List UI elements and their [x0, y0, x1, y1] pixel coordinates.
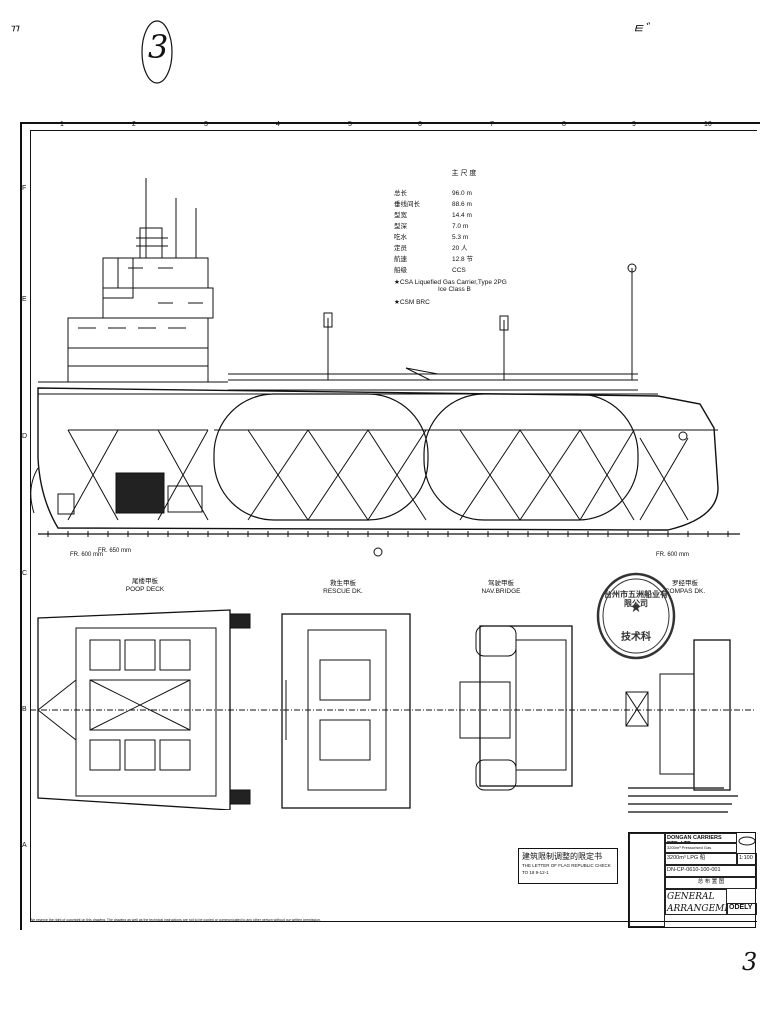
approval-line1: THE LETTER OF FLAG REPUBLIC CHECK [522, 863, 611, 868]
stamp-center-text: 技术科 [621, 632, 651, 643]
stamp-ring-text: 台州市五洲船业有限公司 [604, 590, 668, 608]
tb-designer: ODELY [727, 903, 757, 915]
deck-label-en: RESCUE DK. [323, 588, 363, 595]
ruler-row-label: D [22, 433, 28, 440]
ruler-col-label: 5 [348, 121, 352, 128]
deck-plans [30, 609, 756, 810]
particular-row: 型深 7.0 m [394, 221, 534, 232]
deck-label-cn: 罗经甲板 [672, 580, 698, 587]
ruler-col-label: 8 [562, 121, 566, 128]
class-notation: ★CSM BRC [394, 299, 430, 306]
class-notation: ★CSA Liquefied Gas Carrier,Type 2PG [394, 279, 507, 286]
tb-left-column [629, 833, 665, 927]
deck-label-en: COMPAS DK. [664, 588, 706, 595]
particular-key: 垂线间长 [394, 201, 420, 208]
tb-drawing-no: DN-CP-0610-100-001 [665, 865, 757, 877]
ship-profile-elevation [30, 178, 740, 557]
tb-project: 3200m³ Pressurised Gas Transportation Ve… [665, 843, 737, 853]
deck-label-cn: 驾驶甲板 [488, 580, 514, 587]
inner-frame [30, 130, 757, 922]
ruler-col-label: 3 [204, 121, 208, 128]
particular-value: CCS [452, 267, 466, 274]
particular-key: 型宽 [394, 212, 407, 219]
ruler-row-label: C [22, 570, 28, 577]
particular-key: 吃水 [394, 234, 407, 241]
particular-row: 船级 CCS [394, 265, 534, 276]
particular-key: 航速 [394, 256, 407, 263]
particular-key: 型深 [394, 223, 407, 230]
particular-value: 12.8 节 [452, 256, 473, 263]
ruler-row-label: E [22, 296, 27, 303]
approval-box: 建筑限制调整的限定书 THE LETTER OF FLAG REPUBLIC C… [518, 848, 618, 884]
ruler-col-label: 9 [632, 121, 636, 128]
ruler-col-label: 10 [704, 121, 712, 128]
title-block: DONGAN CARRIERS PTE. LTD. 3200m³ Pressur… [628, 832, 757, 928]
ruler-columns: 1 2 3 4 5 6 7 8 9 10 [30, 121, 756, 129]
drawing-sheet [20, 122, 760, 930]
ruler-row-label: F [22, 185, 27, 192]
tb-drawing-name-en: GENERAL ARRANGEMENT [665, 889, 727, 915]
particular-value: 7.0 m [452, 223, 469, 230]
top-left-mark: ㄲ [8, 22, 20, 36]
deck-label-en: POOP DECK [125, 586, 165, 593]
particular-key: 船级 [394, 267, 407, 274]
particular-row: 垂线间长 88.6 m [394, 199, 534, 210]
frame-spacing-center: FR. 650 mm [98, 548, 132, 554]
ruler-col-label: 4 [276, 121, 280, 128]
ruler-col-label: 1 [60, 121, 64, 128]
company-stamp: ★ [596, 572, 676, 660]
principal-particulars: 主 尺 度 总长 96.0 m 垂线间长 88.6 m 型宽 14.4 m 型深 7.0… [394, 168, 534, 306]
particular-value: 96.0 m [452, 190, 472, 197]
svg-text:★: ★ [630, 599, 643, 615]
particular-key: 总长 [394, 190, 407, 197]
deck-label-en: NAV.BRIDGE [481, 588, 521, 595]
approval-line2: TO 18 9-12-1 [522, 870, 549, 875]
particulars-title: 主 尺 度 [451, 170, 477, 177]
bottom-right-number: 3 [742, 948, 758, 976]
ruler-row-label: A [22, 842, 27, 849]
particular-key: 定员 [394, 245, 407, 252]
class-notation: Ice Class B [438, 286, 471, 293]
particular-row: 型宽 14.4 m [394, 210, 534, 221]
tb-scale: 1:100 [737, 853, 757, 865]
particular-row: 总长 96.0 m [394, 188, 534, 199]
deck-label-cn: 尾楼甲板 [132, 578, 158, 585]
particular-row: 航速 12.8 节 [394, 254, 534, 265]
tb-company: DONGAN CARRIERS PTE. LTD. [665, 833, 737, 843]
deck-label-cn: 救生甲板 [330, 580, 356, 587]
tb-logo-icon [738, 836, 756, 846]
footer-note: We reserve the right of copyright on thi… [30, 918, 321, 922]
top-right-mark: ㅌ゛ [632, 22, 657, 37]
circled-number: 3 [148, 28, 169, 66]
ruler-col-label: 7 [490, 121, 494, 128]
notes-block [628, 787, 738, 813]
approval-title: 建筑限制调整的限定书 [522, 852, 602, 861]
ruler-col-label: 2 [132, 121, 136, 128]
tb-title-cn: 3200m³ LPG 船 [665, 853, 737, 865]
frame-spacing-right: FR. 600 mm [656, 552, 690, 558]
ruler-row-label: B [22, 706, 27, 713]
particular-value: 5.3 m [452, 234, 469, 241]
particular-value: 20 人 [452, 245, 468, 252]
frame-spacing-left: FR. 600 mm [70, 552, 104, 558]
ruler-col-label: 6 [418, 121, 422, 128]
circled-number-mark [141, 20, 173, 84]
tb-drawing-name: 总 布 置 图 [665, 877, 757, 889]
particular-row: 定员 20 人 [394, 243, 534, 254]
particular-value: 14.4 m [452, 212, 472, 219]
particular-row: 吃水 5.3 m [394, 232, 534, 243]
particular-value: 88.6 m [452, 201, 472, 208]
